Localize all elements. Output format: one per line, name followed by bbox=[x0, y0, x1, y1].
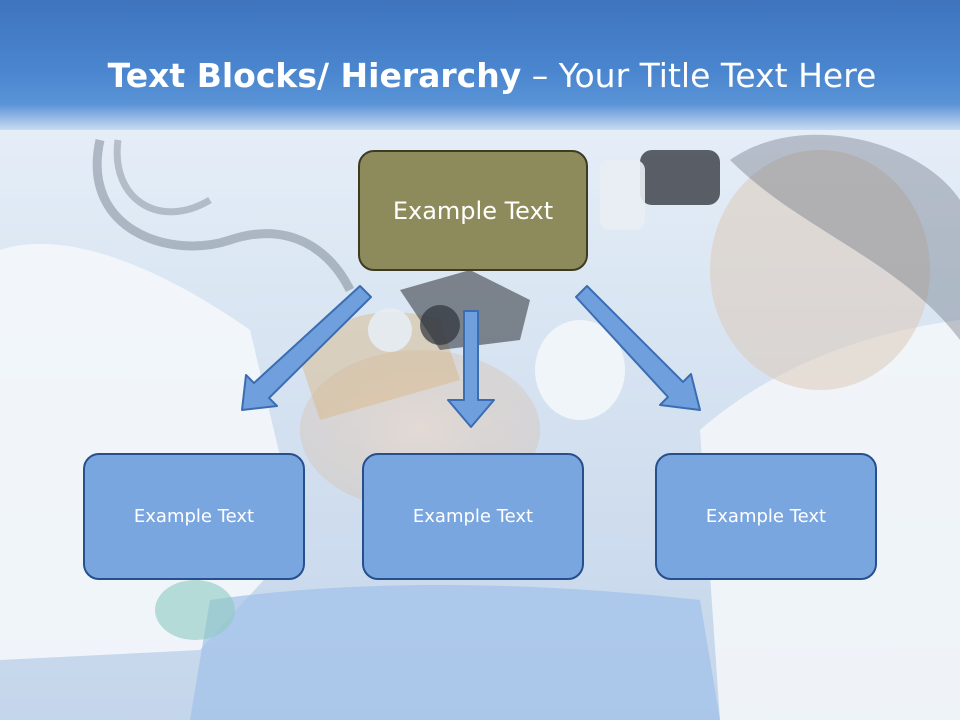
top-example-box[interactable]: Example Text bbox=[358, 150, 588, 271]
child-box-right[interactable]: Example Text bbox=[655, 453, 877, 580]
title-bold-part: Text Blocks/ Hierarchy bbox=[107, 56, 522, 95]
child-box-right-text: Example Text bbox=[705, 506, 827, 527]
child-box-center[interactable]: Example Text bbox=[362, 453, 584, 580]
title-bar bbox=[0, 0, 960, 130]
slide-title: Text Blocks/ Hierarchy – Your Title Text… bbox=[0, 56, 960, 96]
arrow-left bbox=[241, 285, 372, 411]
child-box-center-text: Example Text bbox=[412, 506, 534, 527]
top-example-text: Example Text bbox=[392, 196, 554, 225]
child-box-left-text: Example Text bbox=[133, 506, 255, 527]
arrow-right bbox=[575, 285, 701, 411]
title-regular-part: – Your Title Text Here bbox=[521, 56, 877, 95]
arrow-center bbox=[447, 310, 495, 428]
child-box-left[interactable]: Example Text bbox=[83, 453, 305, 580]
